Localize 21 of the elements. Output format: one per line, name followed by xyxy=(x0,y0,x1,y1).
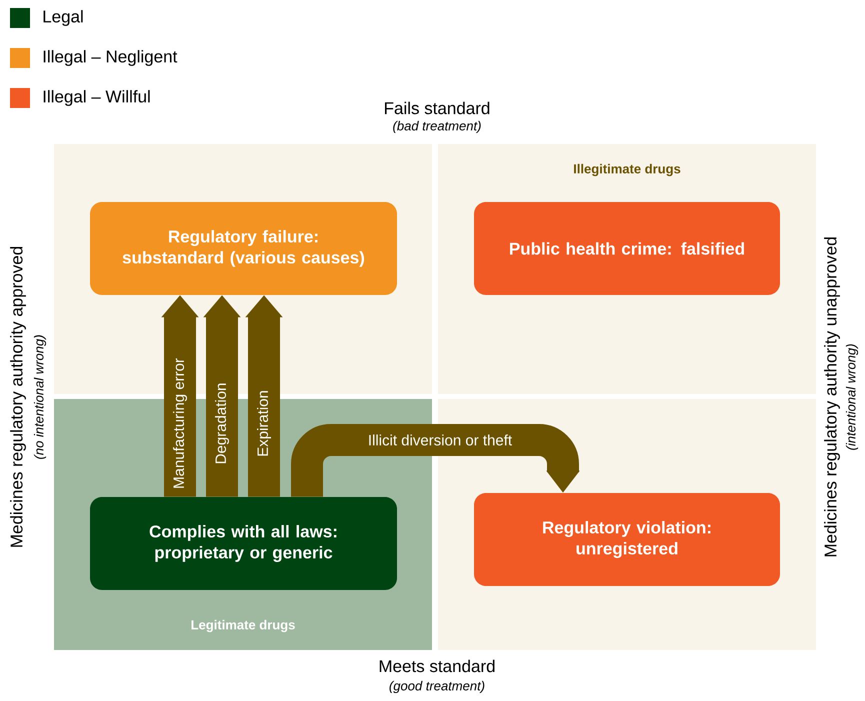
category-box: Regulatory failure: substandard (various causes) xyxy=(90,202,397,295)
edge-label: Expiration xyxy=(257,391,271,456)
edge-label: Illicit diversion or theft xyxy=(369,434,512,446)
edge-label: Manufacturing error xyxy=(173,358,187,488)
legend-label: Illegal – Negligent xyxy=(44,50,178,66)
axis-title: Fails standard xyxy=(385,102,490,114)
category-box: Public health crime: falsified xyxy=(474,202,780,295)
axis-note: (no intentional wrong) xyxy=(34,335,46,459)
axis-title: Medicines regulatory authority approved xyxy=(10,246,26,547)
axis-title: Medicines regulatory authority unapproved xyxy=(824,238,840,556)
legend-label: Illegal – Willful xyxy=(44,90,150,106)
category-box: Regulatory violation: unregistered xyxy=(474,493,780,586)
axis-note: (intentional wrong) xyxy=(846,344,858,450)
category-box: Complies with all laws: proprietary or generic xyxy=(90,496,397,590)
panel-heading: Legitimate drugs xyxy=(192,620,295,632)
axis-note: (good treatment) xyxy=(390,680,484,694)
edge-label: Degradation xyxy=(215,384,229,464)
axis-note: (bad treatment) xyxy=(393,120,481,134)
axis-title: Meets standard xyxy=(380,660,494,672)
panel-heading: Illegitimate drugs xyxy=(574,164,680,176)
legend-label: Legal xyxy=(44,10,83,26)
